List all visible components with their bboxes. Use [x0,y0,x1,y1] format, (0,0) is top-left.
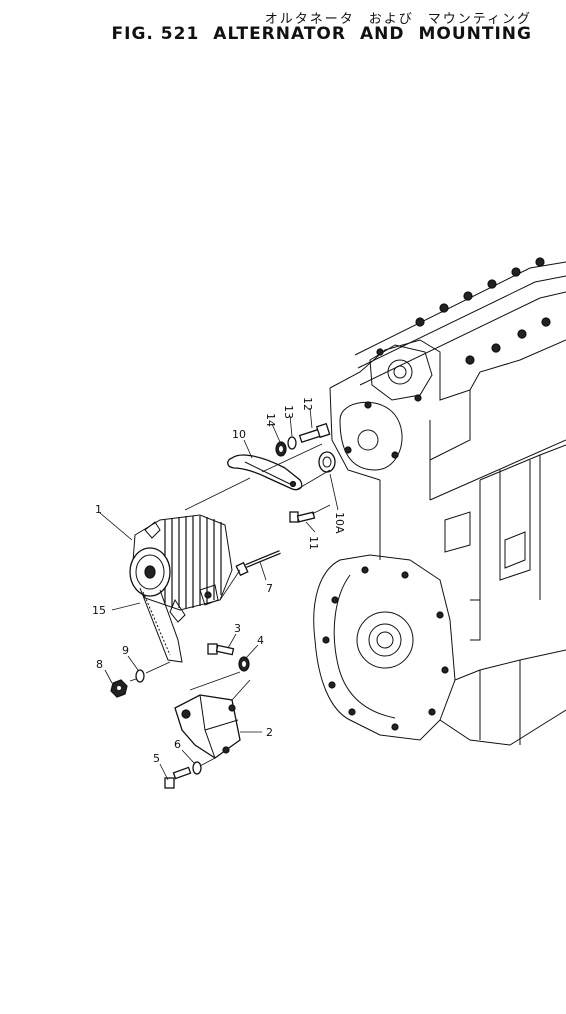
nut-8-part [110,679,128,698]
figure-number: FIG. 521 [111,24,200,44]
nut-14-part [275,441,287,457]
callout-leaders [99,407,339,781]
adjusting-bar-part [227,454,303,491]
callout-13: 13 [282,405,295,419]
title-jp-word: オルタネータ [264,12,355,27]
callout-labels: 1 2 3 4 5 6 7 8 9 10 10A 11 12 13 14 15 [92,397,346,765]
title-word: ALTERNATOR [213,24,346,44]
callout-10: 10 [232,428,246,441]
bolt-12-part [298,422,331,444]
engine-block-drawing [313,257,566,746]
callout-12: 12 [301,397,314,411]
bolt-3-part [207,643,235,656]
bolt-7-part [235,550,281,577]
callout-5: 5 [153,752,160,765]
callout-6: 6 [174,738,181,751]
title-jp-word: および [368,12,414,27]
title-jp-word: マウンティング [427,12,532,27]
callout-9: 9 [122,644,129,657]
washer-4-part [238,656,250,672]
alternator-part [129,514,233,623]
figure-title: FIG. 521 ALTERNATOR AND MOUNTING [112,24,532,44]
v-belt-part [139,587,183,663]
bolt-11-part [289,511,316,523]
callout-11: 11 [307,536,320,550]
washer-9-part [135,669,145,683]
washer-13-part [287,436,297,450]
spacer-10a-part [318,451,336,473]
figure-title-japanese: オルタネータおよびマウンティング [265,8,532,27]
title-word: AND [359,24,405,44]
callout-4: 4 [257,634,264,647]
callout-3: 3 [234,622,241,635]
callout-7: 7 [266,582,273,595]
callout-8: 8 [96,658,103,671]
title-word: MOUNTING [418,24,532,44]
callout-2: 2 [266,726,273,739]
callout-1: 1 [95,503,102,516]
callout-14: 14 [264,413,277,427]
callout-15: 15 [92,604,106,617]
bracket-2-part [174,694,241,759]
callout-10a: 10A [333,512,346,534]
washer-6-part [192,761,202,775]
assembly-lines [129,443,331,767]
bolt-5-part [164,766,192,789]
